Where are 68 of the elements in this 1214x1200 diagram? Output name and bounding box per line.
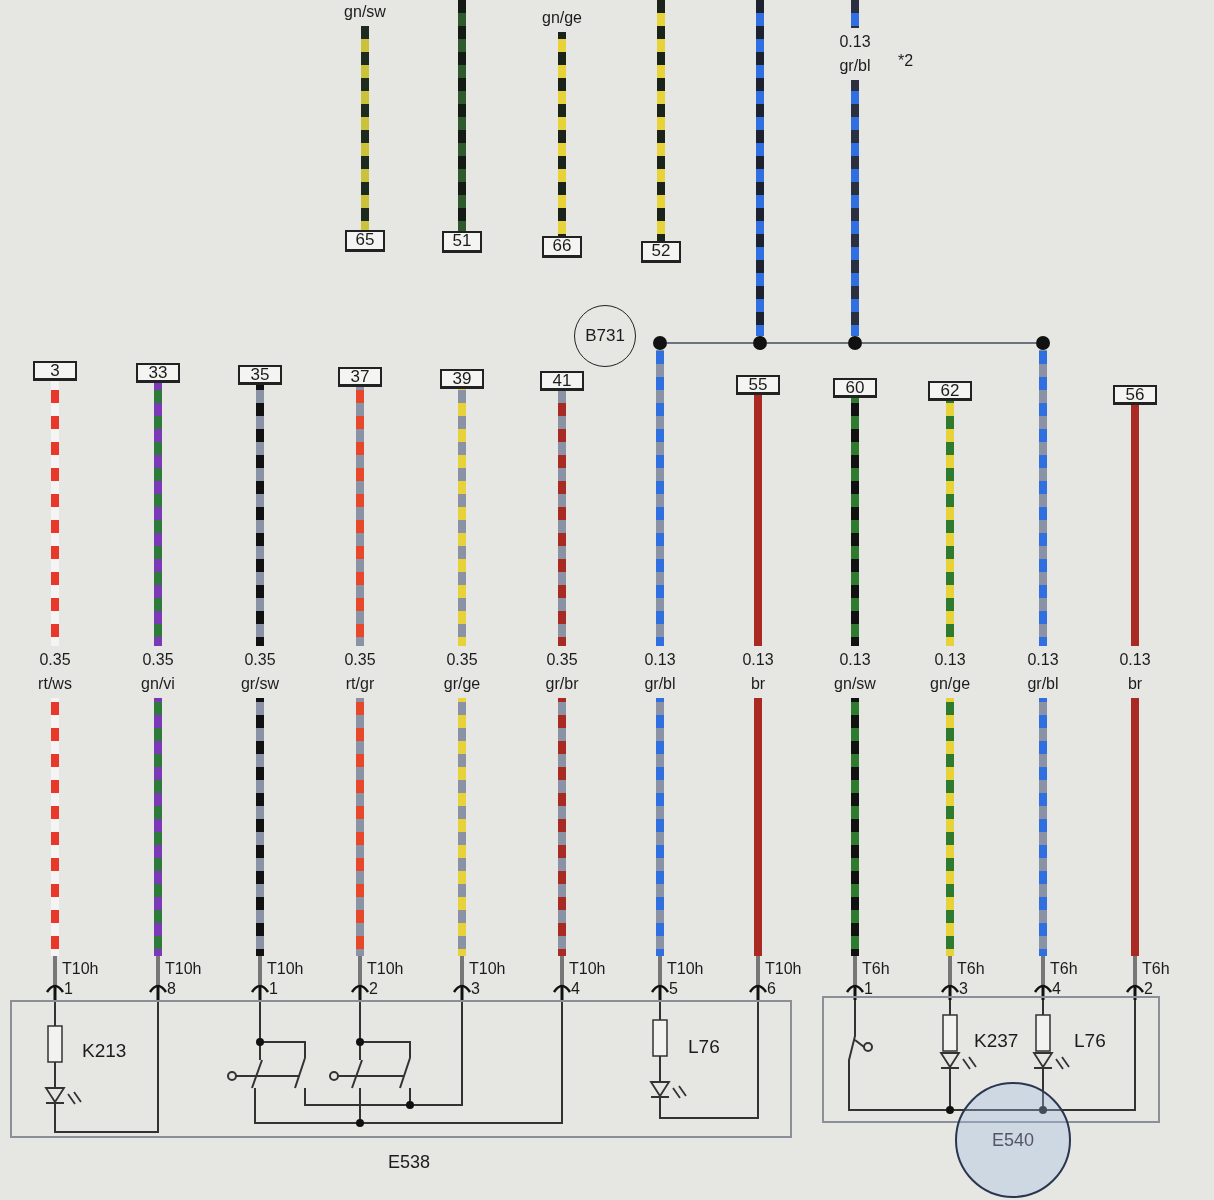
- splice-dot: [848, 336, 862, 350]
- wire: [558, 391, 566, 956]
- wire: [458, 389, 466, 956]
- connector-name: T10h: [569, 960, 606, 978]
- wire: [946, 401, 954, 956]
- wire: [154, 383, 162, 956]
- wire: [558, 30, 566, 236]
- terminal-number: 39: [440, 369, 484, 389]
- connector-name: T10h: [469, 960, 506, 978]
- connector-name: T6h: [957, 960, 985, 978]
- splice-dot: [753, 336, 767, 350]
- pin-number: 8: [167, 980, 176, 998]
- wire: [256, 385, 264, 956]
- terminal-number: 65: [345, 230, 385, 252]
- terminal-number: 60: [833, 378, 877, 398]
- terminal-number: 37: [338, 367, 382, 387]
- connector-name: T10h: [267, 960, 304, 978]
- connector-name: T6h: [862, 960, 890, 978]
- component-name: E538: [388, 1152, 431, 1173]
- pin-number: 1: [269, 980, 278, 998]
- pin-number: 5: [669, 980, 678, 998]
- terminal-number: 55: [736, 375, 780, 395]
- connector-name: T10h: [165, 960, 202, 978]
- connector-name: T10h: [765, 960, 802, 978]
- terminal-number: 3: [33, 361, 77, 381]
- component-name: K213: [82, 1040, 127, 1062]
- wire: [657, 0, 665, 241]
- pin-number: 6: [767, 980, 776, 998]
- terminal-number: 51: [442, 231, 482, 253]
- footnote-mark: *2: [898, 52, 914, 70]
- pin-number: 2: [369, 980, 378, 998]
- pin-number: 1: [864, 980, 873, 998]
- pin-number: 4: [571, 980, 580, 998]
- connector-name: T6h: [1050, 960, 1078, 978]
- terminal-number: 62: [928, 381, 972, 401]
- wire: [361, 24, 369, 230]
- bus-line: [861, 342, 1037, 344]
- wire: [1039, 350, 1047, 956]
- connector-name: T10h: [62, 960, 99, 978]
- wire: [356, 387, 364, 956]
- connector-name: T6h: [1142, 960, 1170, 978]
- component-name: L76: [688, 1036, 720, 1058]
- component-name: K237: [974, 1030, 1019, 1052]
- wire: [458, 0, 466, 231]
- terminal-number: 56: [1113, 385, 1157, 405]
- terminal-number: 35: [238, 365, 282, 385]
- splice-dot: [1036, 336, 1050, 350]
- component-name: L76: [1074, 1030, 1106, 1052]
- wire: [851, 398, 859, 956]
- connector-name: T10h: [667, 960, 704, 978]
- pin-number: 4: [1052, 980, 1061, 998]
- component-circle: E540: [955, 1082, 1071, 1198]
- terminal-number: 41: [540, 371, 584, 391]
- wire: [656, 350, 664, 956]
- wire: [756, 0, 764, 336]
- component-housing: [822, 996, 1160, 1123]
- pin-number: 1: [64, 980, 73, 998]
- terminal-number: 66: [542, 236, 582, 258]
- pin-number: 3: [471, 980, 480, 998]
- pin-number: 3: [959, 980, 968, 998]
- terminal-number: 52: [641, 241, 681, 263]
- terminal-number: 33: [136, 363, 180, 383]
- connector-name: T10h: [367, 960, 404, 978]
- splice-dot: [653, 336, 667, 350]
- bus-line: [766, 342, 849, 344]
- wire: [51, 381, 59, 956]
- bus-line: [666, 342, 754, 344]
- pin-number: 2: [1144, 980, 1153, 998]
